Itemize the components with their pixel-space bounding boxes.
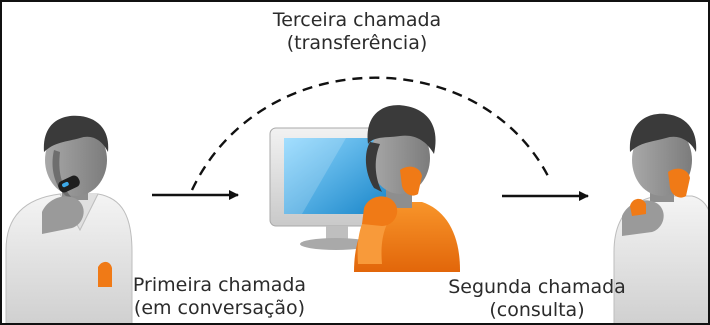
third-call-subtitle: (transferência): [286, 32, 428, 54]
consultant-icon: [613, 113, 708, 323]
second-call-title: Segunda chamada: [448, 276, 626, 298]
third-call-title: Terceira chamada: [272, 9, 442, 31]
third-call-label: Terceira chamada (transferência): [257, 9, 457, 55]
first-call-title: Primeira chamada: [132, 274, 307, 296]
second-call-subtitle: (consulta): [489, 299, 585, 321]
second-call-label: Segunda chamada (consulta): [432, 276, 642, 322]
first-call-label: Primeira chamada (em conversação): [112, 274, 327, 320]
first-call-subtitle: (em conversação): [133, 297, 306, 319]
caller-icon: [5, 115, 133, 323]
agent-icon: [269, 105, 460, 272]
transfer-dashed-arc: [190, 76, 552, 191]
